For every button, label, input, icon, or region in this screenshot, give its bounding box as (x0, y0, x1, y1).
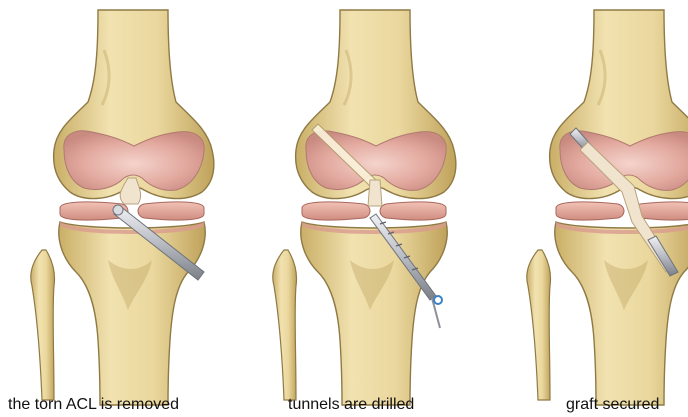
knee-bones (273, 10, 456, 405)
panel-graft-secured (527, 10, 688, 405)
panel-acl-removal (31, 10, 214, 405)
caption-acl-removed: the torn ACL is removed (8, 394, 179, 416)
guide-pin (432, 296, 442, 328)
caption-graft-secured: graft secured (566, 394, 659, 416)
knee-bones (527, 10, 688, 405)
caption-tunnels-drilled: tunnels are drilled (288, 394, 414, 416)
guide-pin-clip-icon (434, 296, 442, 304)
ligament-stub (368, 180, 382, 206)
panel-tunnel-drilling (273, 10, 456, 405)
